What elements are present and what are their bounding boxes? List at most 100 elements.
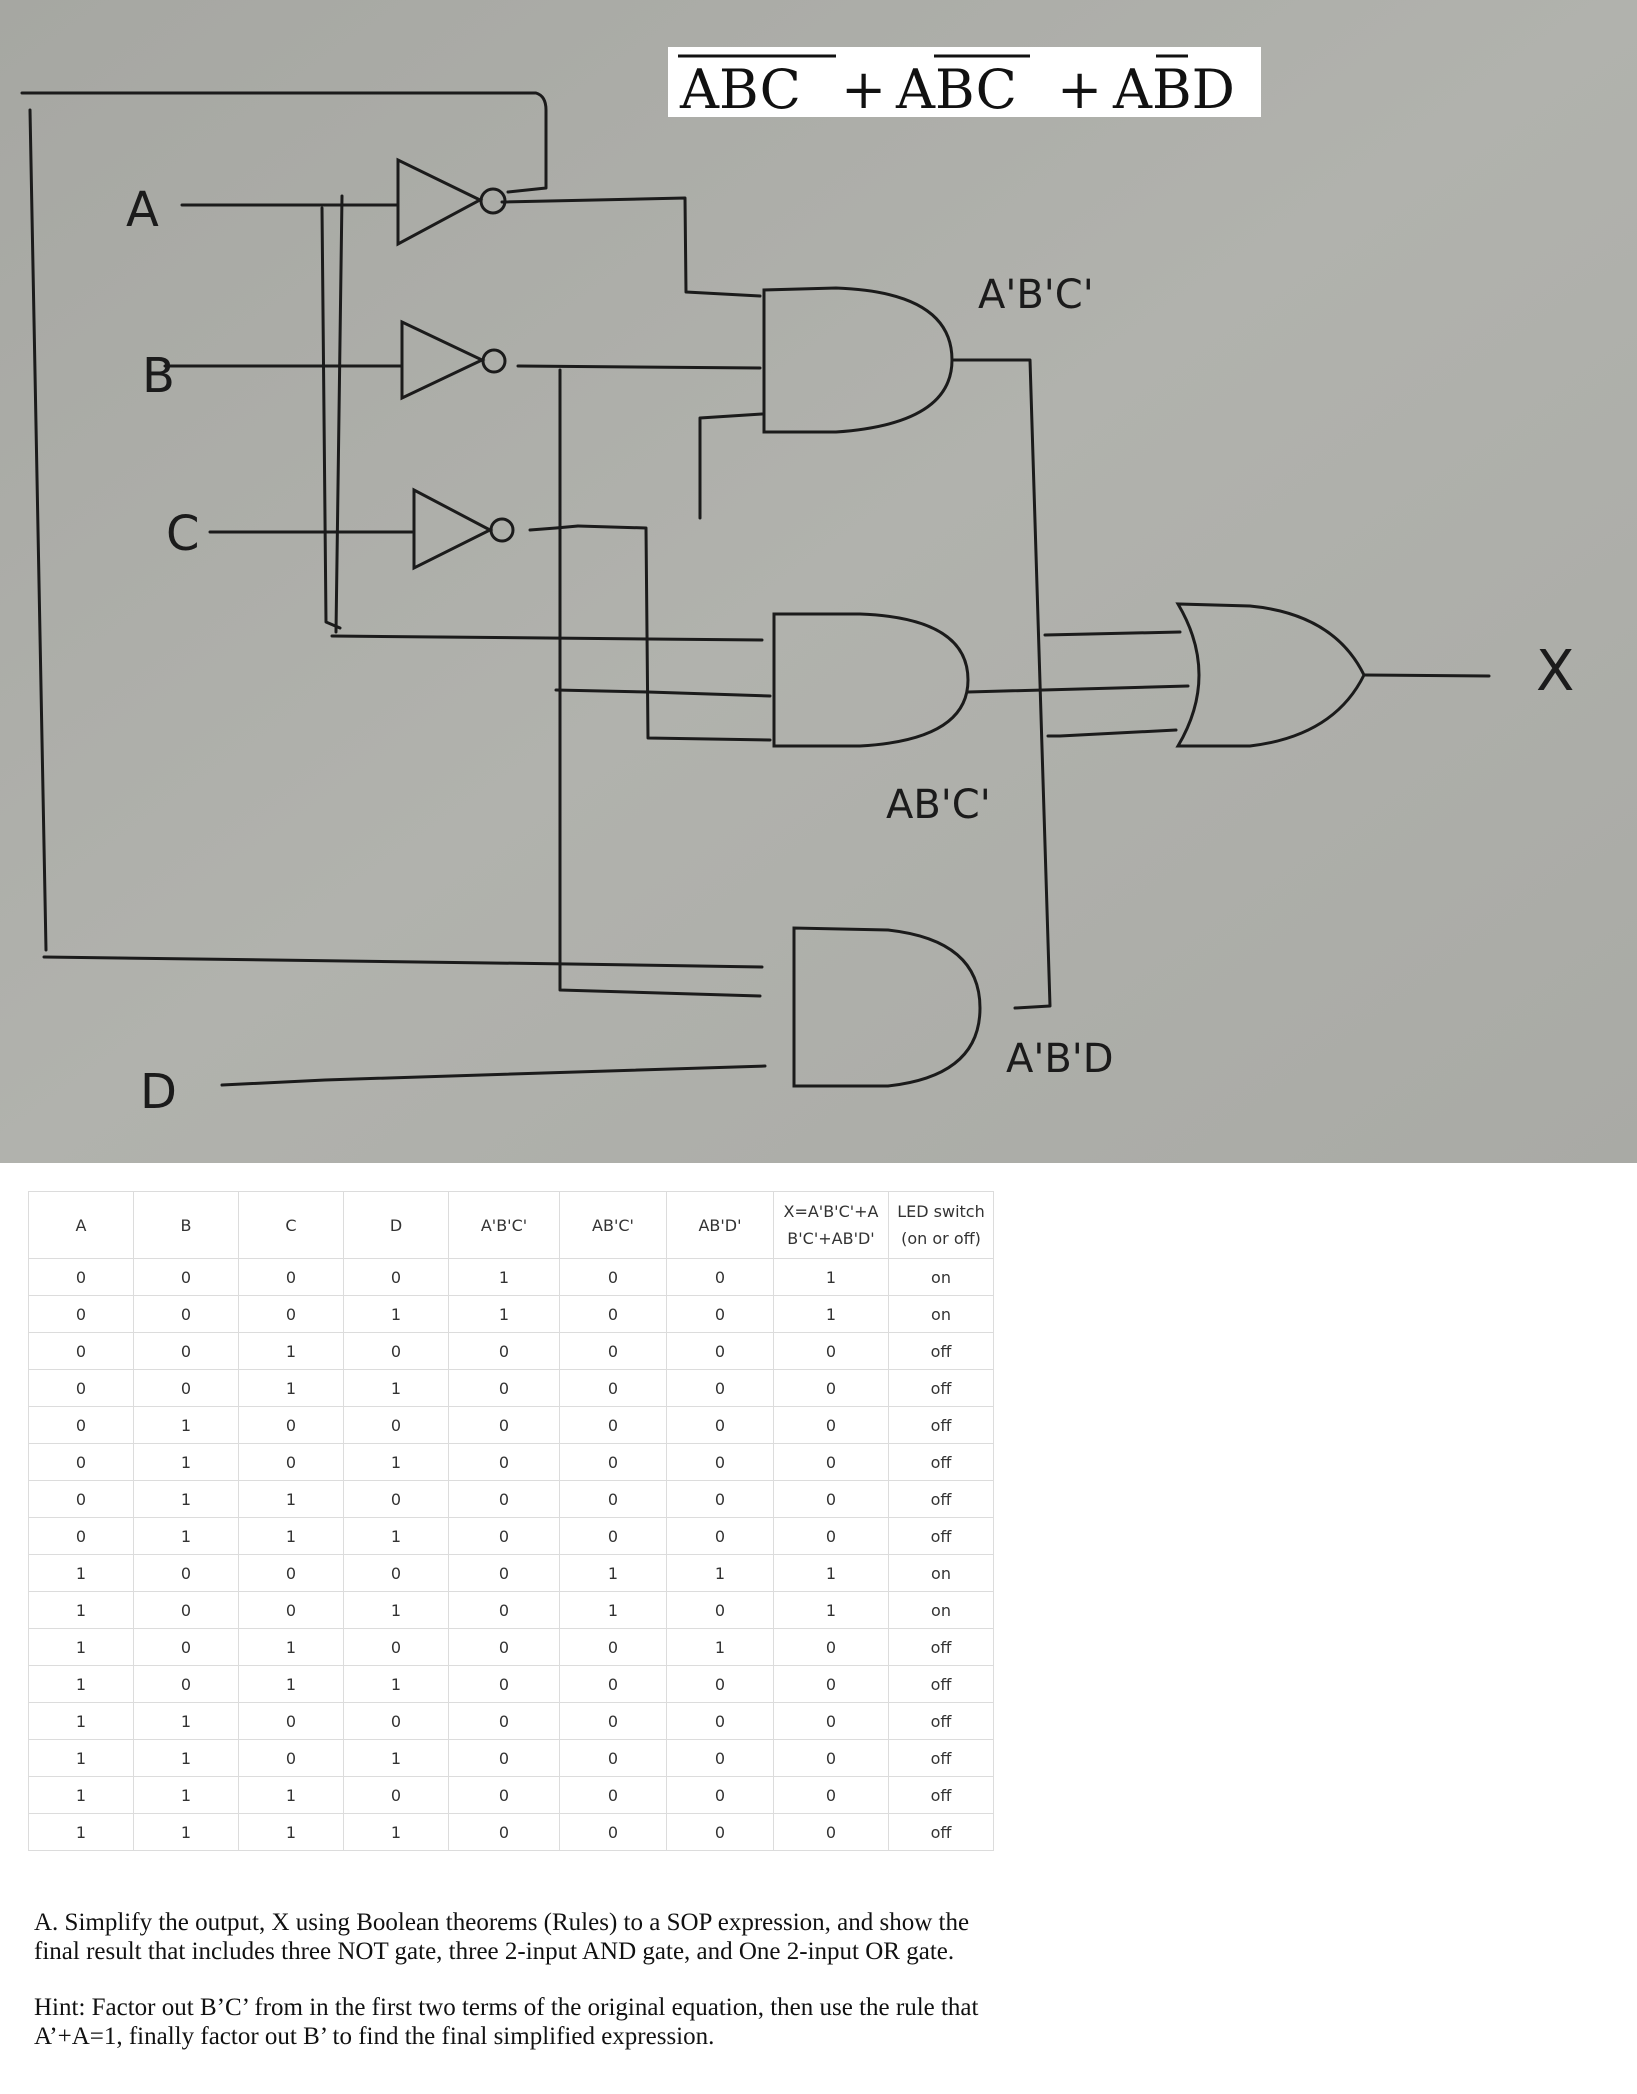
table-cell: 1	[559, 1591, 667, 1629]
circuit-photo: ABC + ABC + ABD	[0, 0, 1637, 1163]
table-cell: 1	[28, 1665, 134, 1703]
table-cell: 1	[28, 1554, 134, 1592]
table-cell: 0	[238, 1591, 344, 1629]
table-cell: 0	[343, 1776, 449, 1814]
table-cell: 1	[28, 1702, 134, 1740]
table-cell: 0	[343, 1332, 449, 1370]
table-cell: 0	[343, 1406, 449, 1444]
header-led-switch: LED switch (on or off)	[888, 1191, 994, 1259]
wires	[20, 91, 1491, 1087]
table-cell: 1	[559, 1554, 667, 1592]
table-cell: 1	[343, 1295, 449, 1333]
header-c: C	[238, 1191, 344, 1259]
table-cell: 0	[28, 1258, 134, 1296]
table-cell: 1	[666, 1554, 774, 1592]
table-cell: 0	[773, 1443, 889, 1481]
not-gate-b	[400, 319, 507, 401]
expression-box: ABC + ABC + ABD	[668, 47, 1261, 121]
table-cell: 0	[773, 1665, 889, 1703]
table-cell: 0	[448, 1332, 560, 1370]
or-gate	[1175, 602, 1366, 748]
table-cell: 0	[343, 1480, 449, 1518]
table-cell: 1	[343, 1591, 449, 1629]
table-cell: 0	[666, 1258, 774, 1296]
table-cell: 0	[666, 1591, 774, 1629]
table-cell: off	[888, 1369, 994, 1407]
table-cell: 1	[238, 1332, 344, 1370]
table-cell: 0	[28, 1369, 134, 1407]
table-cell: 0	[133, 1665, 239, 1703]
table-cell: off	[888, 1776, 994, 1814]
table-cell: 0	[666, 1443, 774, 1481]
table-cell: 0	[666, 1480, 774, 1518]
table-cell: 0	[559, 1258, 667, 1296]
table-cell: 0	[559, 1702, 667, 1740]
table-cell: 0	[448, 1406, 560, 1444]
table-cell: 0	[133, 1369, 239, 1407]
table-cell: 0	[666, 1517, 774, 1555]
question-line-1: A. Simplify the output, X using Boolean …	[34, 1909, 970, 1936]
table-cell: 0	[666, 1295, 774, 1333]
table-cell: 1	[238, 1628, 344, 1666]
table-cell: 0	[666, 1665, 774, 1703]
table-cell: 0	[343, 1258, 449, 1296]
table-cell: 0	[448, 1813, 560, 1851]
table-cell: 1	[238, 1813, 344, 1851]
table-cell: 0	[28, 1443, 134, 1481]
and-gate-3	[792, 926, 982, 1088]
hint-line-2: A’+A=1, finally factor out B’ to find th…	[34, 2023, 715, 2050]
table-cell: 0	[773, 1480, 889, 1518]
input-label-c: C	[166, 506, 200, 562]
table-cell: 0	[28, 1406, 134, 1444]
table-cell: 1	[448, 1258, 560, 1296]
table-cell: 0	[238, 1406, 344, 1444]
table-cell: 0	[559, 1369, 667, 1407]
table-cell: 0	[448, 1554, 560, 1592]
table-cell: 0	[773, 1739, 889, 1777]
truth-table: A B C D A'B'C' AB'C' AB'D' X=A'B'C'+A B'…	[28, 1191, 994, 1851]
table-cell: off	[888, 1517, 994, 1555]
gate-label-2: AB'C'	[886, 782, 991, 828]
table-cell: 1	[343, 1443, 449, 1481]
table-cell: off	[888, 1702, 994, 1740]
table-cell: 0	[448, 1776, 560, 1814]
table-cell: 0	[28, 1517, 134, 1555]
table-cell: 1	[133, 1480, 239, 1518]
table-cell: off	[888, 1480, 994, 1518]
table-cell: 0	[559, 1480, 667, 1518]
table-cell: 0	[238, 1702, 344, 1740]
table-cell: on	[888, 1295, 994, 1333]
header-term-1: A'B'C'	[448, 1191, 560, 1259]
table-cell: off	[888, 1813, 994, 1851]
input-label-d: D	[140, 1064, 177, 1120]
table-cell: 1	[773, 1295, 889, 1333]
table-cell: 0	[773, 1406, 889, 1444]
table-cell: 0	[559, 1517, 667, 1555]
table-cell: on	[888, 1554, 994, 1592]
table-cell: 0	[343, 1702, 449, 1740]
expression-term-2: ABC	[895, 58, 1017, 121]
table-cell: 0	[559, 1813, 667, 1851]
hint-line-1: Hint: Factor out B’C’ from in the first …	[34, 1994, 979, 2021]
table-cell: 0	[666, 1813, 774, 1851]
and-gates	[762, 286, 982, 1088]
table-cell: on	[888, 1258, 994, 1296]
table-cell: 1	[28, 1628, 134, 1666]
table-cell: off	[888, 1628, 994, 1666]
table-cell: 0	[773, 1813, 889, 1851]
table-cell: 1	[28, 1813, 134, 1851]
table-cell: 1	[238, 1480, 344, 1518]
table-cell: 1	[28, 1591, 134, 1629]
table-cell: 0	[28, 1480, 134, 1518]
header-output-x: X=A'B'C'+A B'C'+AB'D'	[773, 1191, 889, 1259]
header-a: A	[28, 1191, 134, 1259]
table-cell: 1	[133, 1443, 239, 1481]
table-cell: 0	[559, 1739, 667, 1777]
table-cell: 1	[773, 1258, 889, 1296]
header-d: D	[343, 1191, 449, 1259]
